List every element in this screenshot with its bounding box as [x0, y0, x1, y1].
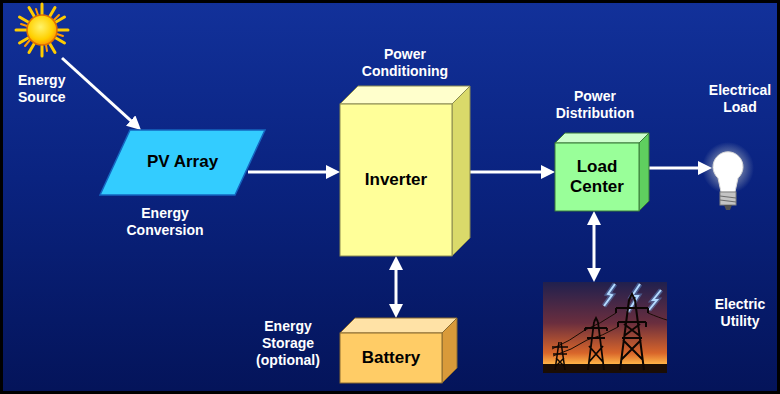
flow-arrow: [470, 171, 549, 174]
light-bulb-icon-part: [724, 205, 732, 210]
text-holder: Battery: [340, 333, 442, 383]
power-lines-picture-part: [552, 313, 667, 356]
power-lines-picture-part: [616, 294, 648, 370]
box-side-face: [452, 86, 470, 256]
box-front-face: [555, 143, 639, 211]
light-bulb-icon-part: [720, 196, 736, 202]
connectors: [62, 58, 706, 312]
box-front-face: [340, 333, 442, 383]
label-holder: Power Conditioning: [355, 46, 455, 80]
label-holder: Energy Storage (optional): [246, 318, 330, 368]
utility-label: Electric Utility: [702, 296, 778, 330]
battery-box: Battery: [340, 318, 457, 383]
parallelogram-shape: [100, 130, 265, 195]
box-top-face: [340, 86, 470, 104]
electrical-load-icon: Electrical Load: [712, 144, 746, 212]
box-top-face: [555, 133, 649, 143]
box-label: Battery: [362, 348, 421, 368]
power-lines-picture-part: [552, 342, 568, 370]
power-lines-picture-part: [543, 282, 667, 373]
box-label: Inverter: [365, 170, 427, 190]
label-holder: Energy Conversion: [118, 205, 212, 239]
stage-label: Power Conditioning: [355, 46, 455, 80]
flow-arrow: [248, 171, 334, 174]
box-side-face: [442, 318, 457, 383]
light-bulb-icon-part: [713, 152, 743, 192]
sun-icon-part: [27, 15, 57, 45]
stage-label: Power Distribution: [545, 88, 645, 122]
light-bulb-icon-part: [702, 142, 754, 194]
stage-label: Energy Storage (optional): [246, 318, 330, 368]
pv-array-box: PV Array: [100, 130, 265, 195]
light-bulb-icon-part: [720, 192, 736, 205]
box-side-face: [639, 133, 649, 211]
text-holder: Inverter: [340, 104, 452, 256]
sun-icon-part: [21, 9, 63, 51]
flow-arrow: [593, 217, 596, 276]
power-lines-picture: [543, 282, 667, 373]
stage-label: Energy Conversion: [118, 205, 212, 239]
power-lines-picture-part: [543, 364, 667, 373]
load-center-box: Load Center: [555, 133, 649, 211]
box-front-face: [340, 104, 452, 256]
label-holder: Power Distribution: [545, 88, 645, 122]
sun-icon-part: [16, 4, 68, 56]
sun-icon: [16, 4, 68, 56]
text-holder: Electrical Load: [702, 82, 778, 116]
inverter-cube: Inverter: [340, 86, 470, 256]
text-holder: Electric Utility: [702, 296, 778, 330]
flow-arrow: [395, 262, 398, 312]
box-label: PV Array: [147, 152, 218, 172]
text-holder: PV Array: [115, 130, 250, 195]
load-label: Electrical Load: [702, 82, 778, 116]
power-lines-picture-part: [585, 318, 607, 370]
light-bulb-icon: [702, 142, 754, 210]
flow-arrow: [62, 58, 137, 126]
electric-utility-picture: Electric Utility: [543, 282, 667, 373]
box-top-face: [340, 318, 457, 333]
energy-source-icon: Energy Source: [14, 2, 70, 58]
text-holder: Load Center: [555, 143, 639, 211]
source-label: Energy Source: [18, 72, 80, 106]
box-label: Load Center: [559, 157, 635, 198]
text-holder: Energy Source: [18, 72, 80, 106]
flow-arrow: [649, 167, 706, 170]
